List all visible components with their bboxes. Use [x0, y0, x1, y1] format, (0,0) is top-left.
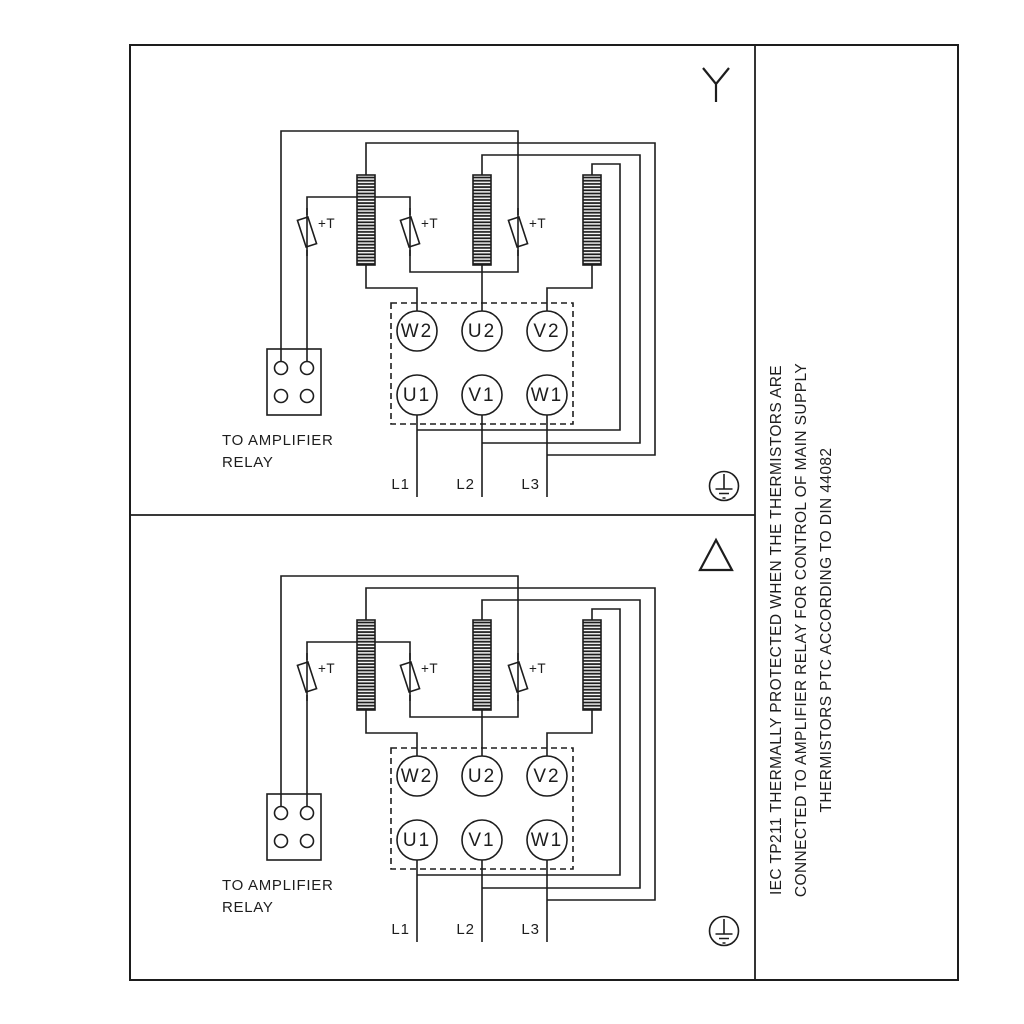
supply-label-l3: L3: [521, 476, 540, 493]
terminal-label-v2: V2: [533, 766, 560, 787]
thermistor-label: +T: [529, 661, 546, 676]
wiring-panel-delta: [266, 575, 740, 947]
terminal-label-w1: W1: [531, 385, 564, 406]
wiring-panel-star: [266, 130, 740, 502]
terminal-label-u2: U2: [468, 766, 496, 787]
supply-label-l2: L2: [456, 921, 475, 938]
delta-connection-icon: [698, 537, 734, 572]
sidebar-note-line-3: THERMISTORS PTC ACCORDING TO DIN 44082: [818, 448, 835, 813]
thermistor-label: +T: [421, 661, 438, 676]
amplifier-relay-note: RELAY: [222, 899, 274, 916]
terminal-label-u2: U2: [468, 321, 496, 342]
terminal-label-u1: U1: [403, 385, 431, 406]
supply-label-l3: L3: [521, 921, 540, 938]
terminal-label-u1: U1: [403, 830, 431, 851]
amplifier-relay-note: TO AMPLIFIER: [222, 877, 333, 894]
supply-label-l1: L1: [391, 921, 410, 938]
thermistor-label: +T: [318, 661, 335, 676]
terminal-label-w2: W2: [401, 321, 434, 342]
terminal-label-v2: V2: [533, 321, 560, 342]
supply-label-l2: L2: [456, 476, 475, 493]
star-panel-labels: W2 U2 V2 U1 V1 W1 +T +T +T TO AMPLIFIER …: [222, 216, 564, 493]
terminal-label-w1: W1: [531, 830, 564, 851]
amplifier-relay-note: RELAY: [222, 454, 274, 471]
drawing-border: [129, 44, 959, 981]
sidebar-note-line-2: CONNECTED TO AMPLIFIER RELAY FOR CONTROL…: [793, 363, 810, 897]
terminal-label-v1: V1: [468, 830, 495, 851]
sidebar-note: IEC TP211 THERMALLY PROTECTED WHEN THE T…: [768, 363, 835, 897]
terminal-label-w2: W2: [401, 766, 434, 787]
thermistor-label: +T: [529, 216, 546, 231]
star-connection-icon: [702, 67, 730, 102]
thermistor-label: +T: [318, 216, 335, 231]
sidebar-note-line-1: IEC TP211 THERMALLY PROTECTED WHEN THE T…: [768, 365, 785, 895]
terminal-label-v1: V1: [468, 385, 495, 406]
delta-panel-labels: W2 U2 V2 U1 V1 W1 +T +T +T TO AMPLIFIER …: [222, 661, 564, 938]
thermistor-label: +T: [421, 216, 438, 231]
supply-label-l1: L1: [391, 476, 410, 493]
amplifier-relay-note: TO AMPLIFIER: [222, 432, 333, 449]
